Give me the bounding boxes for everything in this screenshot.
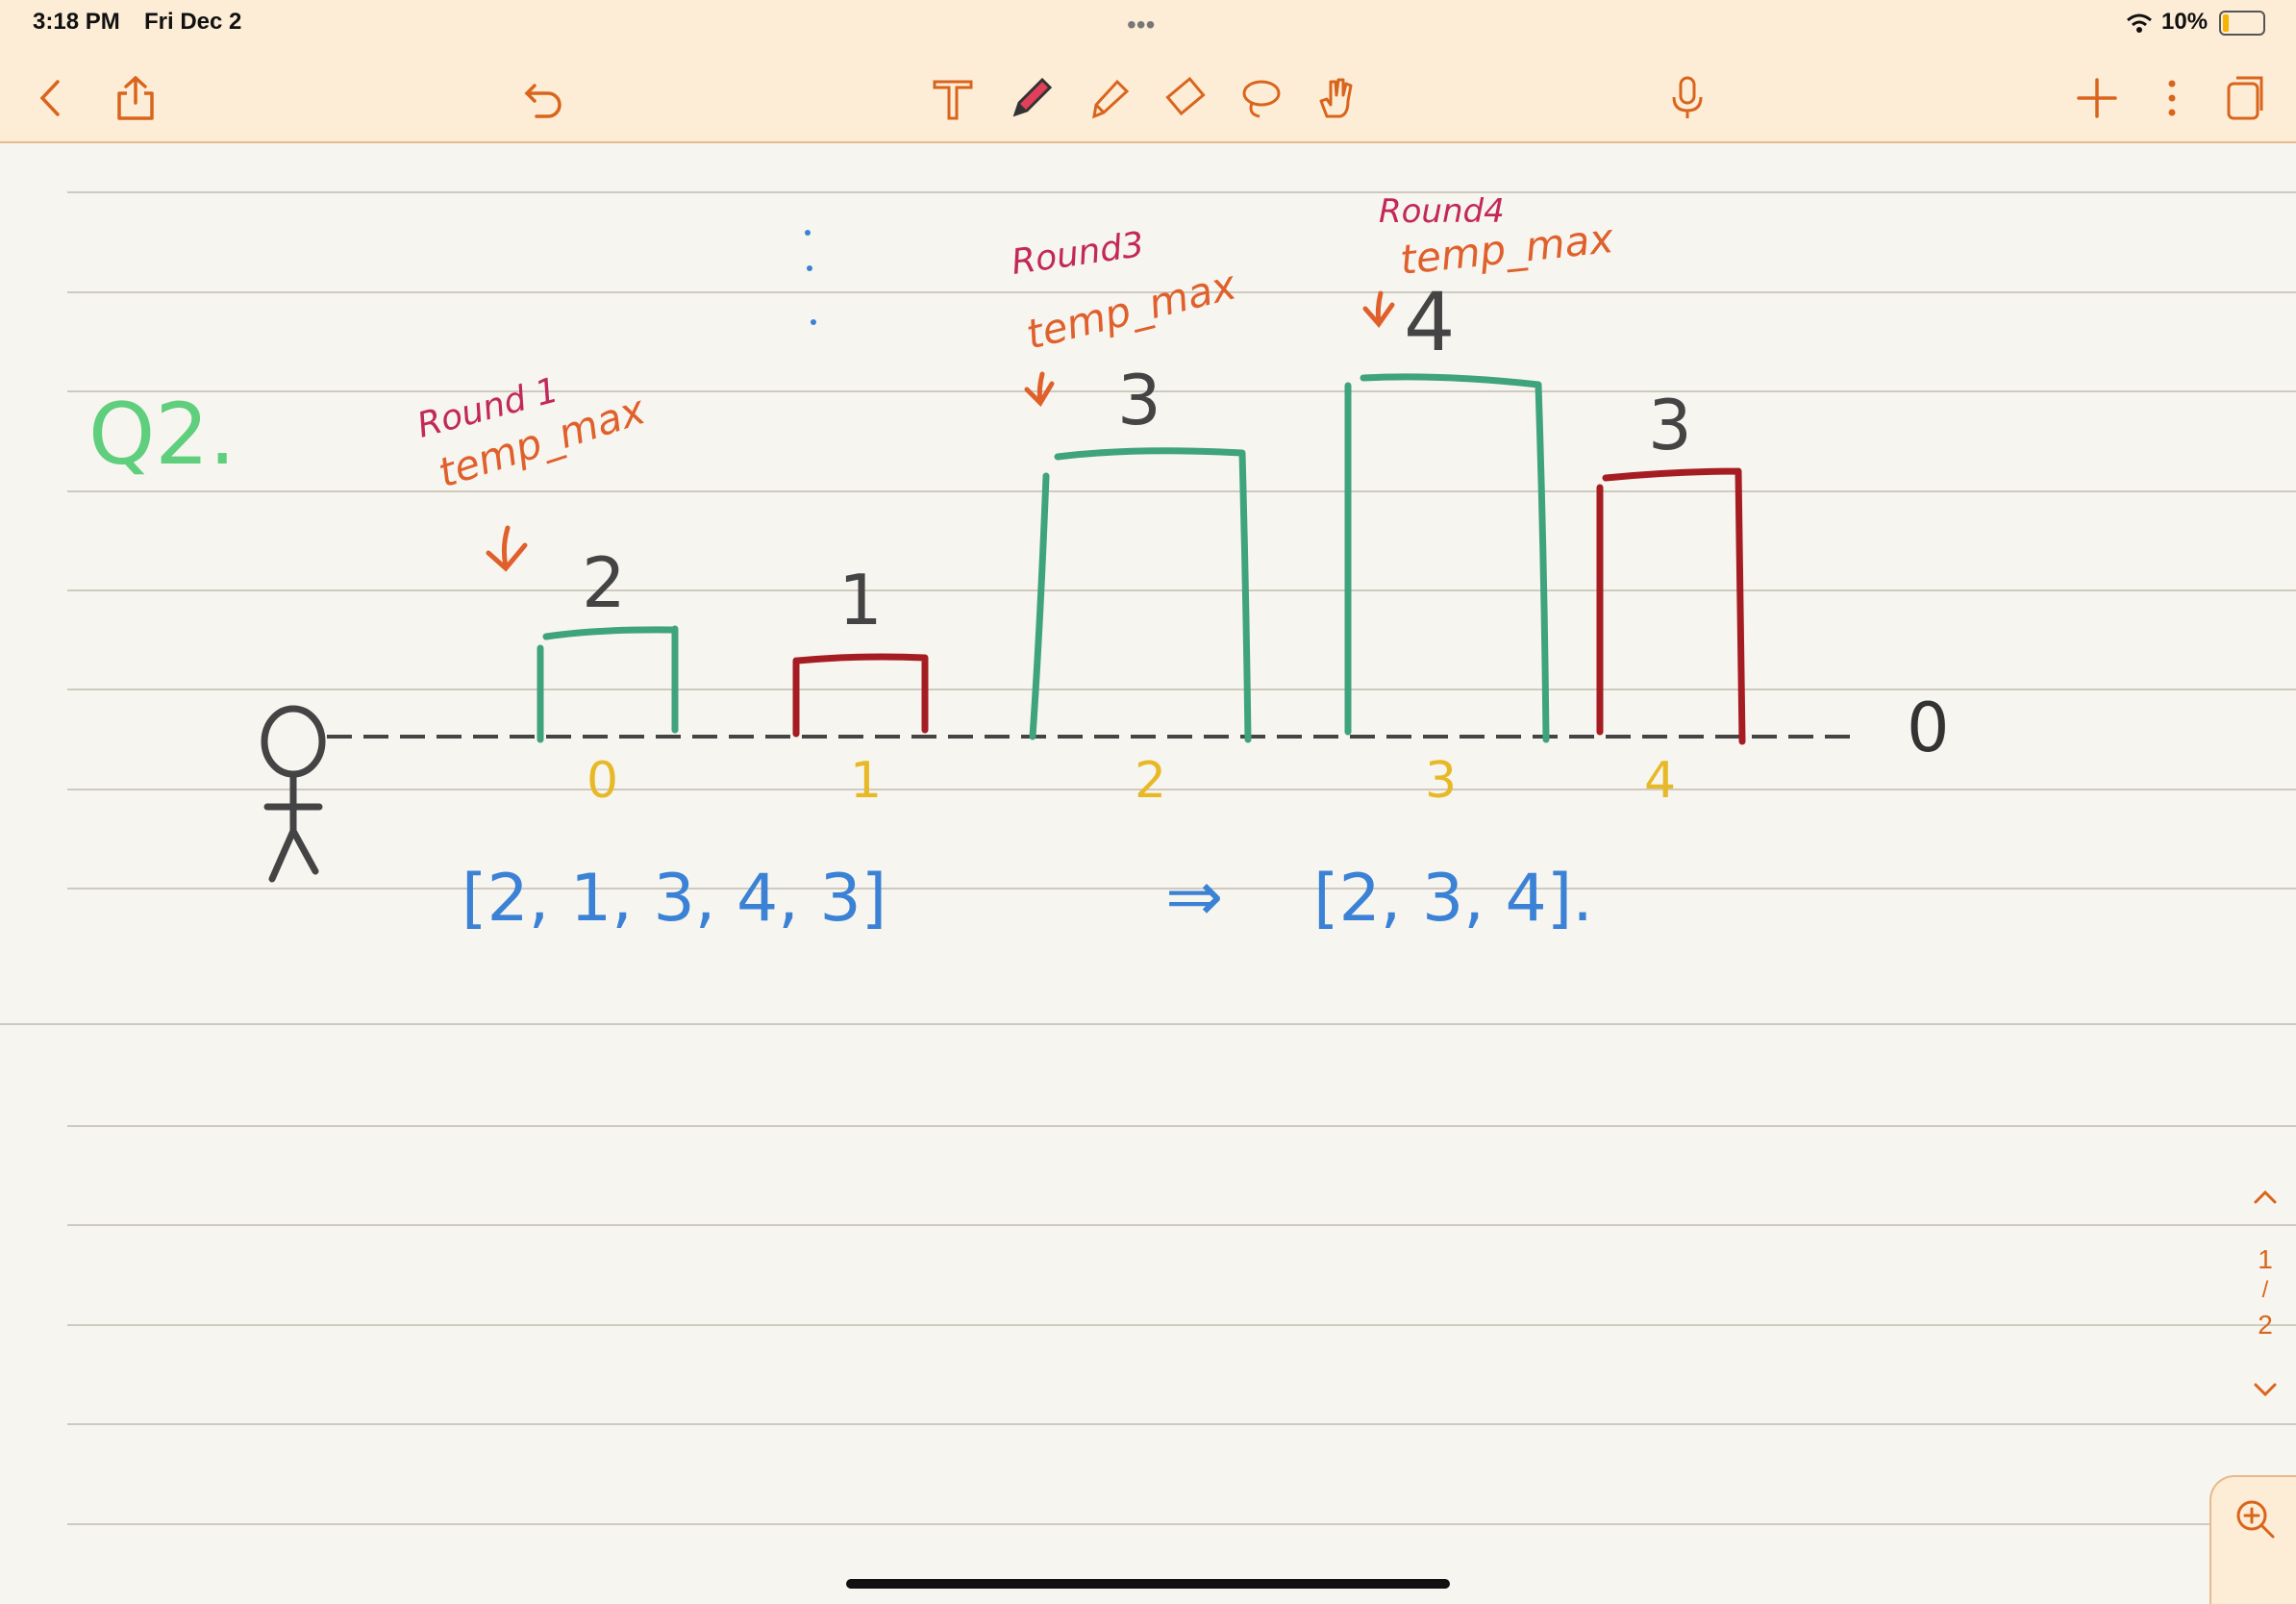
total-pages: 2 bbox=[2258, 1310, 2273, 1340]
chevron-down-icon bbox=[2254, 1383, 2277, 1397]
current-page: 1 bbox=[2258, 1244, 2273, 1274]
eraser-tool-icon bbox=[1165, 76, 1206, 116]
page-down-button[interactable] bbox=[2234, 1369, 2296, 1412]
round4-label: Round4 bbox=[1379, 192, 1505, 231]
index-4: 4 bbox=[1644, 752, 1676, 810]
battery-percent: 10% bbox=[2161, 9, 2209, 35]
bar-4-value: 3 bbox=[1648, 385, 1692, 465]
more-button[interactable] bbox=[2144, 67, 2200, 129]
microphone-icon bbox=[1672, 76, 1703, 118]
zoom-in-icon bbox=[2236, 1500, 2275, 1539]
lasso-tool-icon bbox=[1242, 80, 1281, 118]
highlighter-tool-icon bbox=[1092, 79, 1130, 119]
page-separator: / bbox=[2261, 1277, 2269, 1303]
back-icon bbox=[39, 80, 60, 116]
bar-4 bbox=[1596, 467, 1746, 745]
pages-icon bbox=[2227, 76, 2263, 120]
chevron-up-icon bbox=[2254, 1190, 2277, 1204]
toolbar: 3:18 PM Fri Dec 2 ••• 10% bbox=[0, 0, 2296, 143]
highlighter-tool-button[interactable] bbox=[1081, 67, 1136, 129]
pen-tool-button[interactable] bbox=[1004, 67, 1060, 129]
share-icon bbox=[117, 75, 154, 120]
page-up-button[interactable] bbox=[2234, 1175, 2296, 1217]
bar-0 bbox=[537, 625, 679, 743]
dot-mark bbox=[805, 230, 811, 236]
add-page-icon bbox=[2077, 78, 2117, 118]
bar-3-value: 4 bbox=[1404, 275, 1455, 369]
pen-tool-icon bbox=[1012, 77, 1053, 117]
multitasking-dots-icon[interactable]: ••• bbox=[1127, 10, 1156, 39]
stick-figure bbox=[261, 705, 326, 883]
text-tool-button[interactable] bbox=[925, 67, 981, 129]
index-0: 0 bbox=[586, 752, 618, 810]
battery-icon bbox=[2219, 11, 2265, 36]
output-array: [2, 3, 4]. bbox=[1313, 861, 1593, 937]
bar-2 bbox=[1029, 447, 1252, 743]
round4-arrow-icon bbox=[1362, 290, 1395, 329]
heading-q2: Q2. bbox=[88, 385, 236, 484]
status-time: 3:18 PM bbox=[33, 9, 120, 35]
transform-arrow: ⇒ bbox=[1165, 856, 1223, 937]
add-page-button[interactable] bbox=[2069, 67, 2125, 129]
eraser-tool-button[interactable] bbox=[1158, 67, 1213, 129]
pages-button[interactable] bbox=[2217, 67, 2273, 129]
end-label: 0 bbox=[1907, 689, 1950, 767]
zoom-button[interactable] bbox=[2209, 1475, 2296, 1604]
input-array: [2, 1, 3, 4, 3] bbox=[462, 861, 886, 937]
index-1: 1 bbox=[850, 752, 882, 810]
dot-mark bbox=[811, 319, 816, 325]
hand-tool-icon bbox=[1319, 78, 1353, 118]
share-button[interactable] bbox=[108, 67, 163, 129]
bar-2-value: 3 bbox=[1117, 360, 1161, 440]
round3-label: Round3 bbox=[1010, 225, 1147, 283]
undo-button[interactable] bbox=[515, 67, 571, 129]
bar-1-value: 1 bbox=[838, 560, 883, 640]
more-icon bbox=[2168, 80, 2176, 116]
status-date: Fri Dec 2 bbox=[144, 9, 242, 35]
hand-tool-button[interactable] bbox=[1308, 67, 1363, 129]
home-indicator[interactable] bbox=[846, 1579, 1450, 1589]
text-tool-icon bbox=[933, 80, 973, 120]
bar-3 bbox=[1344, 373, 1550, 743]
index-2: 2 bbox=[1135, 752, 1166, 810]
notebook-page[interactable]: Q2. 0 bbox=[0, 143, 2296, 1604]
dot-mark bbox=[807, 265, 812, 271]
back-button[interactable] bbox=[23, 67, 79, 129]
microphone-button[interactable] bbox=[1660, 67, 1715, 129]
undo-icon bbox=[524, 84, 562, 118]
wifi-icon bbox=[2125, 12, 2154, 39]
bar-1 bbox=[792, 653, 929, 738]
lasso-tool-button[interactable] bbox=[1233, 67, 1288, 129]
bar-0-value: 2 bbox=[582, 542, 626, 623]
handwritten-canvas: Q2. 0 bbox=[0, 191, 2296, 1525]
index-3: 3 bbox=[1425, 752, 1457, 810]
round3-arrow-icon bbox=[1024, 371, 1055, 408]
round1-arrow-icon bbox=[486, 525, 528, 572]
